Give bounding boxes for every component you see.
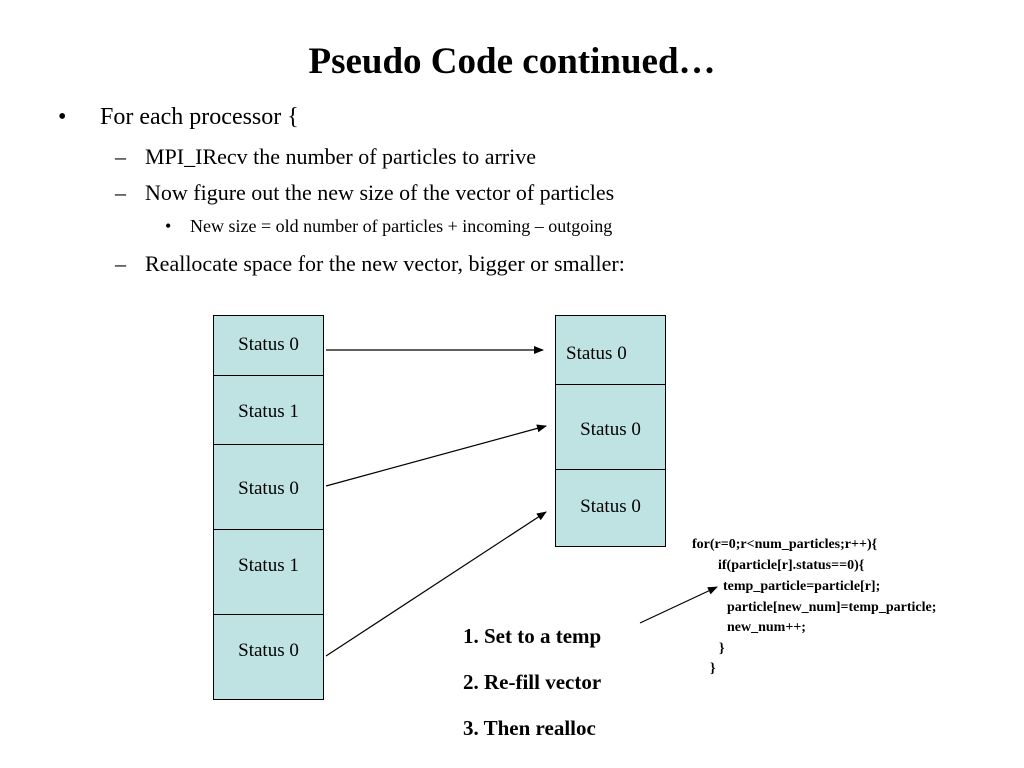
step-refill-vector: 2. Re-fill vector <box>463 670 602 694</box>
bullet-text: New size = old number of particles + inc… <box>190 216 613 236</box>
bullet-mpi-irecv: –MPI_IRecv the number of particles to ar… <box>115 144 536 170</box>
bullet-text: MPI_IRecv the number of particles to arr… <box>145 144 536 169</box>
bullet-new-size-formula: • New size = old number of particles + in… <box>165 216 612 237</box>
cell-label: Status 0 <box>580 496 641 517</box>
old-vector-cell-3: Status 0 <box>213 444 324 530</box>
cell-label: Status 0 <box>566 343 627 364</box>
new-vector-cell-1: Status 0 <box>555 315 666 385</box>
arrow-temp-to-code <box>639 586 718 624</box>
slide-title: Pseudo Code continued… <box>308 41 716 82</box>
bullet-new-size: –Now figure out the new size of the vect… <box>115 180 614 206</box>
bullet-reallocate: –Reallocate space for the new vector, bi… <box>115 251 625 277</box>
cell-label: Status 0 <box>238 478 299 499</box>
code-line-2: if(particle[r].status==0){ <box>718 558 865 573</box>
bullet-text: For each processor { <box>100 104 299 130</box>
bullet-text: Now figure out the new size of the vecto… <box>145 180 615 205</box>
new-vector-cell-3: Status 0 <box>555 469 666 547</box>
old-vector-cell-5: Status 0 <box>213 614 324 700</box>
dash-marker: – <box>115 144 126 169</box>
code-line-5: new_num++; <box>727 620 806 635</box>
new-vector-cell-2: Status 0 <box>555 384 666 470</box>
step-set-temp: 1. Set to a temp <box>463 624 602 648</box>
cell-label: Status 0 <box>238 640 299 661</box>
old-vector-cell-2: Status 1 <box>213 375 324 445</box>
arrow-cell5-to-new3 <box>325 511 547 657</box>
old-vector-cell-1: Status 0 <box>213 315 324 376</box>
cell-label: Status 0 <box>238 334 299 355</box>
code-line-1: for(r=0;r<num_particles;r++){ <box>692 537 878 552</box>
bullet-for-each-processor: • For each processor { <box>58 104 299 131</box>
code-line-6: } <box>719 641 725 656</box>
cell-label: Status 0 <box>580 419 641 440</box>
old-vector-cell-4: Status 1 <box>213 529 324 615</box>
dash-marker: – <box>115 180 126 205</box>
code-line-4: particle[new_num]=temp_particle; <box>727 600 937 615</box>
step-realloc: 3. Then realloc <box>463 716 596 740</box>
bullet-text: Reallocate space for the new vector, big… <box>145 251 625 276</box>
bullet-marker: • <box>58 104 67 130</box>
code-line-7: } <box>710 661 716 676</box>
arrow-cell3-to-new2 <box>325 424 547 487</box>
code-line-3: temp_particle=particle[r]; <box>723 579 881 594</box>
dash-marker: – <box>115 251 126 276</box>
bullet-marker: • <box>165 216 172 236</box>
cell-label: Status 1 <box>238 555 299 576</box>
cell-label: Status 1 <box>238 401 299 422</box>
